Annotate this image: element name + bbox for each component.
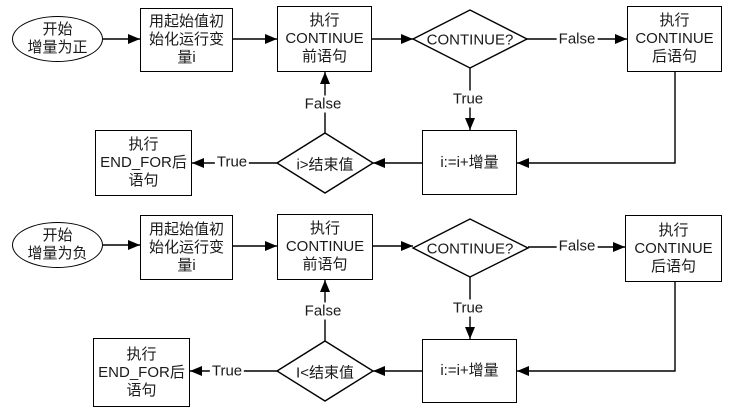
bottom-increment-node: i:=i+增量 xyxy=(422,339,517,403)
top-true-down-label: True xyxy=(450,90,486,108)
bottom-endfor-node: 执行 END_FOR后 语句 xyxy=(93,338,190,407)
top-post-statement-node: 执行 CONTINUE 后语句 xyxy=(627,6,722,72)
top-false-up-label: False xyxy=(302,95,344,113)
top-pre-statement-node: 执行 CONTINUE 前语句 xyxy=(277,6,372,72)
bottom-post-statement-node: 执行 CONTINUE 后语句 xyxy=(625,215,722,282)
bottom-continue-condition-text: CONTINUE? xyxy=(426,240,514,258)
connector-bottom-post-to-increment xyxy=(517,282,676,376)
top-true-left-label: True xyxy=(214,153,250,171)
bottom-continue-diamond xyxy=(411,218,530,278)
bottom-false-up-label: False xyxy=(302,302,344,320)
top-endfor-node: 执行 END_FOR后 语句 xyxy=(95,130,192,196)
top-continue-condition-text: CONTINUE? xyxy=(426,31,514,49)
top-false-branch-label: False xyxy=(556,30,598,48)
bottom-true-left-label: True xyxy=(209,362,245,380)
bottom-end-condition-text: I<结束值 xyxy=(296,364,354,382)
connector-top-post-to-increment xyxy=(517,72,676,168)
start-node-negative: 开始 增量为负 xyxy=(12,222,103,268)
top-init-node: 用起始值初 始化运行变 量i xyxy=(140,8,233,72)
bottom-false-branch-label: False xyxy=(556,237,598,255)
bottom-pre-statement-node: 执行 CONTINUE 前语句 xyxy=(277,214,373,280)
top-end-condition-text: i>结束值 xyxy=(296,156,354,174)
bottom-true-down-label: True xyxy=(450,299,486,317)
top-increment-node: i:=i+增量 xyxy=(422,130,517,195)
start-node-positive: 开始 增量为正 xyxy=(12,16,103,62)
bottom-init-node: 用起始值初 始化运行变 量i xyxy=(140,215,233,280)
